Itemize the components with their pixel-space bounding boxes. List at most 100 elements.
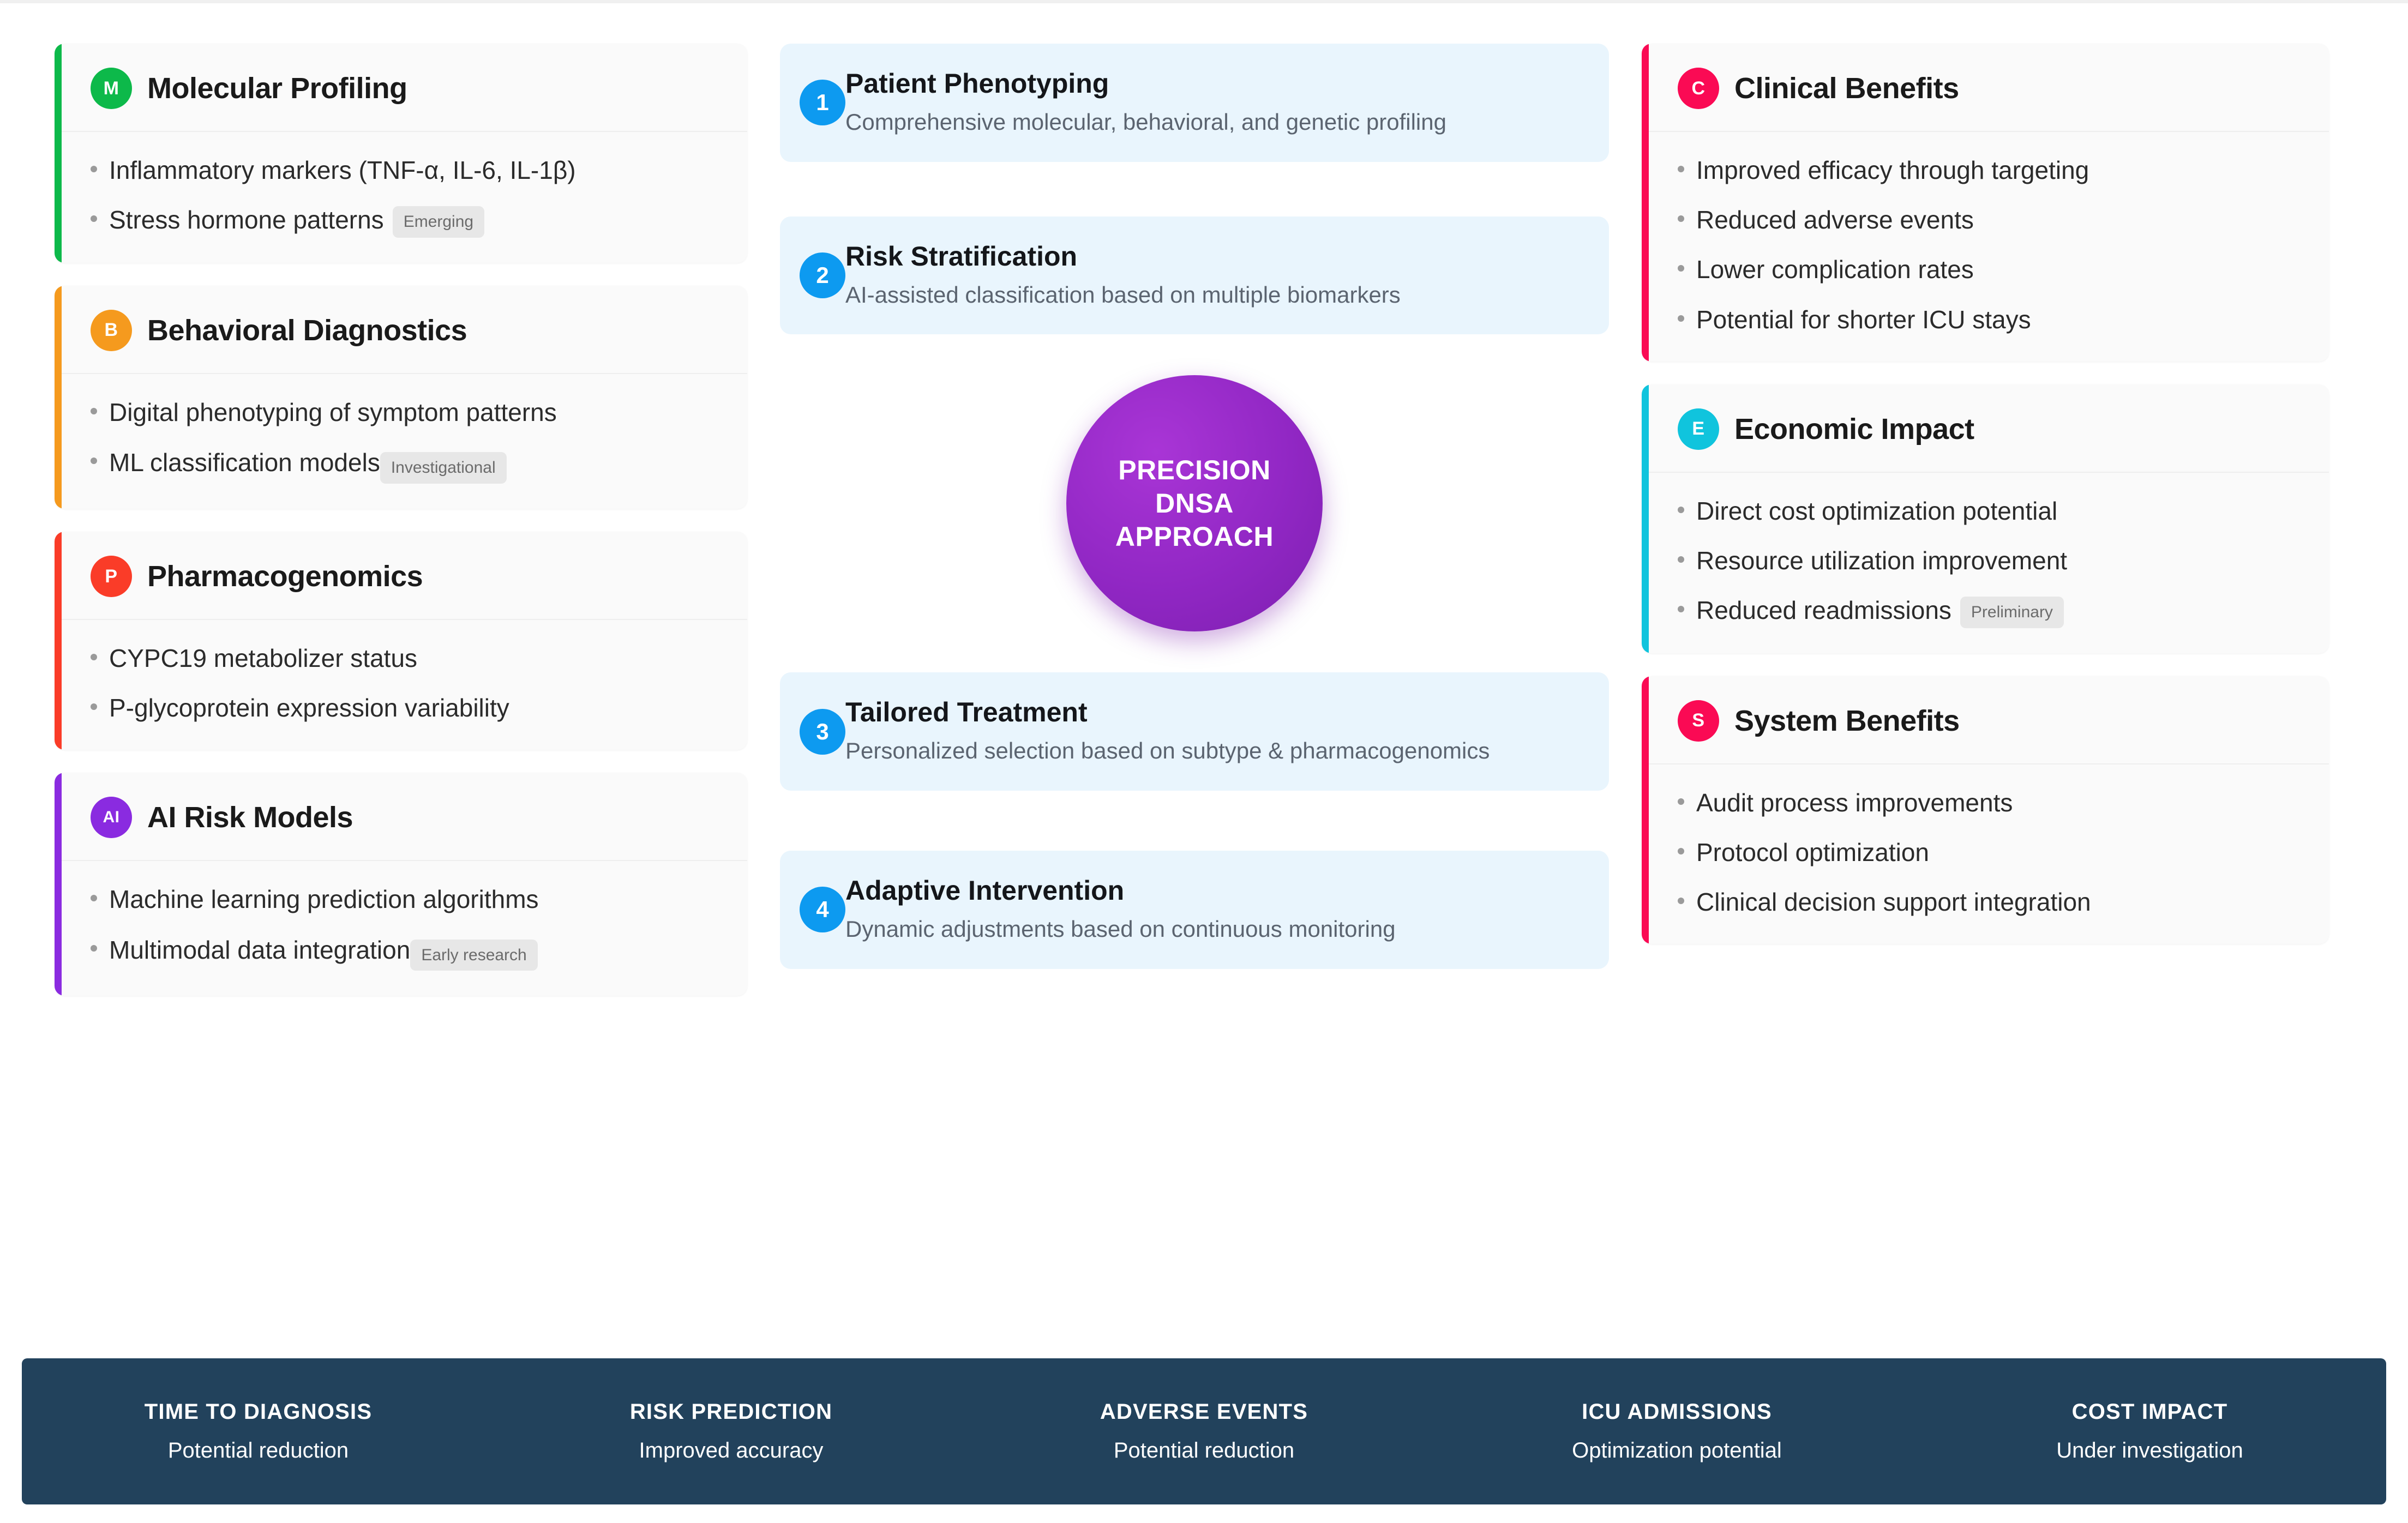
accent-bar bbox=[1642, 44, 1649, 362]
bullet-dot bbox=[1678, 265, 1684, 272]
list-item: Lower complication rates bbox=[1678, 253, 2305, 286]
bullet-text-wrap: Clinical decision support integration bbox=[1696, 886, 2091, 919]
list-item: Audit process improvements bbox=[1678, 786, 2305, 820]
letter-badge-icon: P bbox=[91, 556, 132, 598]
top-divider bbox=[0, 0, 2408, 3]
bullet-dot bbox=[1678, 315, 1684, 322]
bullet-dot bbox=[1678, 166, 1684, 172]
bullet-label: Machine learning prediction algorithms bbox=[109, 885, 539, 914]
status-tag: Investigational bbox=[380, 452, 507, 484]
hub-line-1: PRECISION bbox=[1118, 454, 1271, 485]
precision-dnsa-hub: PRECISION DNSA APPROACH bbox=[1066, 375, 1323, 632]
bullet-label: Lower complication rates bbox=[1696, 255, 1974, 284]
bullet-dot bbox=[91, 457, 97, 465]
accent-bar bbox=[1642, 676, 1649, 944]
list-item: Reduced adverse events bbox=[1678, 203, 2305, 237]
metric-label: COST IMPACT bbox=[2071, 1400, 2228, 1424]
metric-label: TIME TO DIAGNOSIS bbox=[144, 1400, 373, 1424]
step-number-badge: 4 bbox=[800, 887, 845, 933]
hub-line-3: APPROACH bbox=[1115, 521, 1274, 552]
metric-value: Optimization potential bbox=[1572, 1438, 1782, 1462]
bullet-label: Potential for shorter ICU stays bbox=[1696, 305, 2031, 334]
bullet-label: Audit process improvements bbox=[1696, 788, 2013, 817]
list-item: Protocol optimization bbox=[1678, 836, 2305, 869]
bullet-label: Resource utilization improvement bbox=[1696, 546, 2068, 575]
list-item: Digital phenotyping of symptom patterns bbox=[91, 396, 723, 429]
bullet-text-wrap: Reduced adverse events bbox=[1696, 203, 1974, 237]
step-description: Comprehensive molecular, behavioral, and… bbox=[845, 109, 1446, 135]
step-title: Risk Stratification bbox=[845, 240, 1078, 272]
accent-bar bbox=[55, 44, 62, 263]
bullet-text-wrap: Lower complication rates bbox=[1696, 253, 1974, 286]
metric-value: Potential reduction bbox=[1113, 1438, 1295, 1462]
accent-bar bbox=[55, 532, 62, 750]
status-tag: Preliminary bbox=[1960, 596, 2064, 628]
metric-value: Under investigation bbox=[2056, 1438, 2243, 1462]
bullet-dot bbox=[91, 215, 97, 222]
letter-badge-icon: B bbox=[91, 309, 132, 351]
bullet-text-wrap: CYPC19 metabolizer status bbox=[109, 642, 417, 675]
bullet-text-wrap: Resource utilization improvement bbox=[1696, 544, 2067, 577]
bullet-label: Improved efficacy through targeting bbox=[1696, 156, 2089, 184]
bullet-dot bbox=[91, 944, 97, 952]
bullet-text-wrap: Protocol optimization bbox=[1696, 836, 1929, 869]
bullet-text-wrap: Machine learning prediction algorithms bbox=[109, 883, 539, 916]
list-item: Reduced readmissions Preliminary bbox=[1678, 594, 2305, 628]
card-title: Clinical Benefits bbox=[1734, 72, 1959, 105]
step-title: Adaptive Intervention bbox=[845, 875, 1125, 906]
bullet-label: ML classification models bbox=[109, 448, 380, 477]
card-title: Pharmacogenomics bbox=[147, 560, 423, 593]
bullet-dot bbox=[1678, 506, 1684, 513]
list-item: Resource utilization improvement bbox=[1678, 544, 2305, 577]
bullet-dot bbox=[91, 654, 97, 661]
step-number-badge: 2 bbox=[800, 252, 845, 299]
bullet-dot bbox=[91, 703, 97, 711]
bullet-label: Reduced readmissions bbox=[1696, 596, 1951, 625]
card-title: System Benefits bbox=[1734, 704, 1960, 737]
step-number-badge: 1 bbox=[800, 80, 845, 126]
hub-line-2: DNSA bbox=[1155, 487, 1234, 519]
step-number-badge: 3 bbox=[800, 708, 845, 755]
card-body: Inflammatory markers (TNF-α, IL-6, IL-1β… bbox=[55, 132, 747, 263]
step-title: Tailored Treatment bbox=[845, 697, 1088, 728]
card-header: P Pharmacogenomics bbox=[55, 532, 747, 621]
status-tag: Emerging bbox=[392, 206, 485, 238]
bullet-label: Reduced adverse events bbox=[1696, 206, 1974, 234]
bullet-text-wrap: P-glycoprotein expression variability bbox=[109, 691, 509, 725]
list-item: Potential for shorter ICU stays bbox=[1678, 303, 2305, 336]
step-description: AI-assisted classification based on mult… bbox=[845, 281, 1401, 308]
bullet-text-wrap: Potential for shorter ICU stays bbox=[1696, 303, 2031, 336]
bullet-label: P-glycoprotein expression variability bbox=[109, 694, 509, 723]
bullet-text-wrap: Audit process improvements bbox=[1696, 786, 2013, 820]
bullet-label: Inflammatory markers (TNF-α, IL-6, IL-1β… bbox=[109, 156, 576, 184]
accent-bar bbox=[55, 285, 62, 509]
bullet-label: Clinical decision support integration bbox=[1696, 888, 2091, 917]
